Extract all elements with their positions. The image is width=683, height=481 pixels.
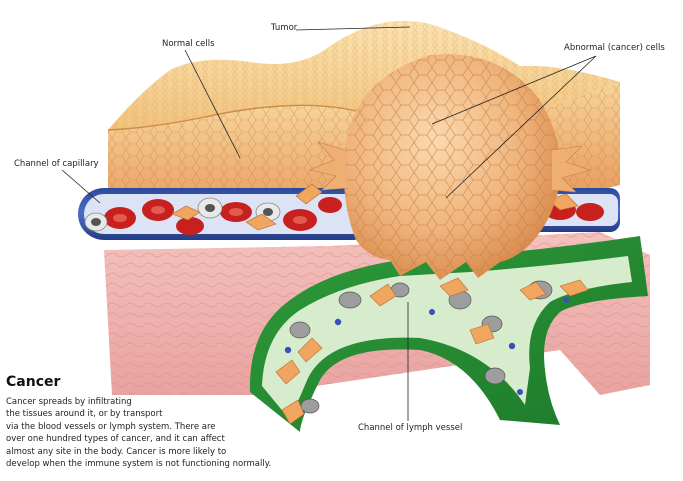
caption-line: almost any site in the body. Cancer is m… <box>6 446 227 457</box>
tumor-mass <box>309 54 592 280</box>
white-blood-cells <box>84 197 281 232</box>
caption-line: Cancer spreads by infiltrating <box>6 397 132 407</box>
caption-title: Cancer <box>6 374 61 390</box>
label-abnormal-cells: Abnormal (cancer) cells <box>564 43 665 53</box>
label-tumor: Tumor <box>271 23 298 33</box>
label-channel-capillary: Channel of capillary <box>14 159 99 169</box>
caption-block: Cancer Cancer spreads by infiltrating th… <box>6 374 276 470</box>
leader-lines <box>61 26 597 421</box>
caption-line: develop when the immune system is not fu… <box>6 459 272 470</box>
migrating-cancer-cells-lymph <box>275 277 589 425</box>
abnormal-leader-2 <box>445 55 597 199</box>
label-channel-lymph: Channel of lymph vessel <box>358 423 463 433</box>
lymphocytes <box>284 297 569 395</box>
caption-line: over one hundred types of cancer, and it… <box>6 434 225 445</box>
capillary-leader <box>61 169 101 204</box>
tumor-leader <box>295 26 411 31</box>
caption-line: via the blood vessels or lymph system. T… <box>6 421 216 432</box>
label-normal-cells: Normal cells <box>162 39 215 49</box>
lymph-cells <box>289 280 553 414</box>
normal-cells-leader <box>184 49 241 159</box>
lymph-vessel <box>249 236 648 432</box>
caption-line: the tissues around it, or by transport <box>6 409 163 420</box>
abnormal-leader-1 <box>431 55 597 125</box>
red-blood-cells <box>104 197 604 235</box>
